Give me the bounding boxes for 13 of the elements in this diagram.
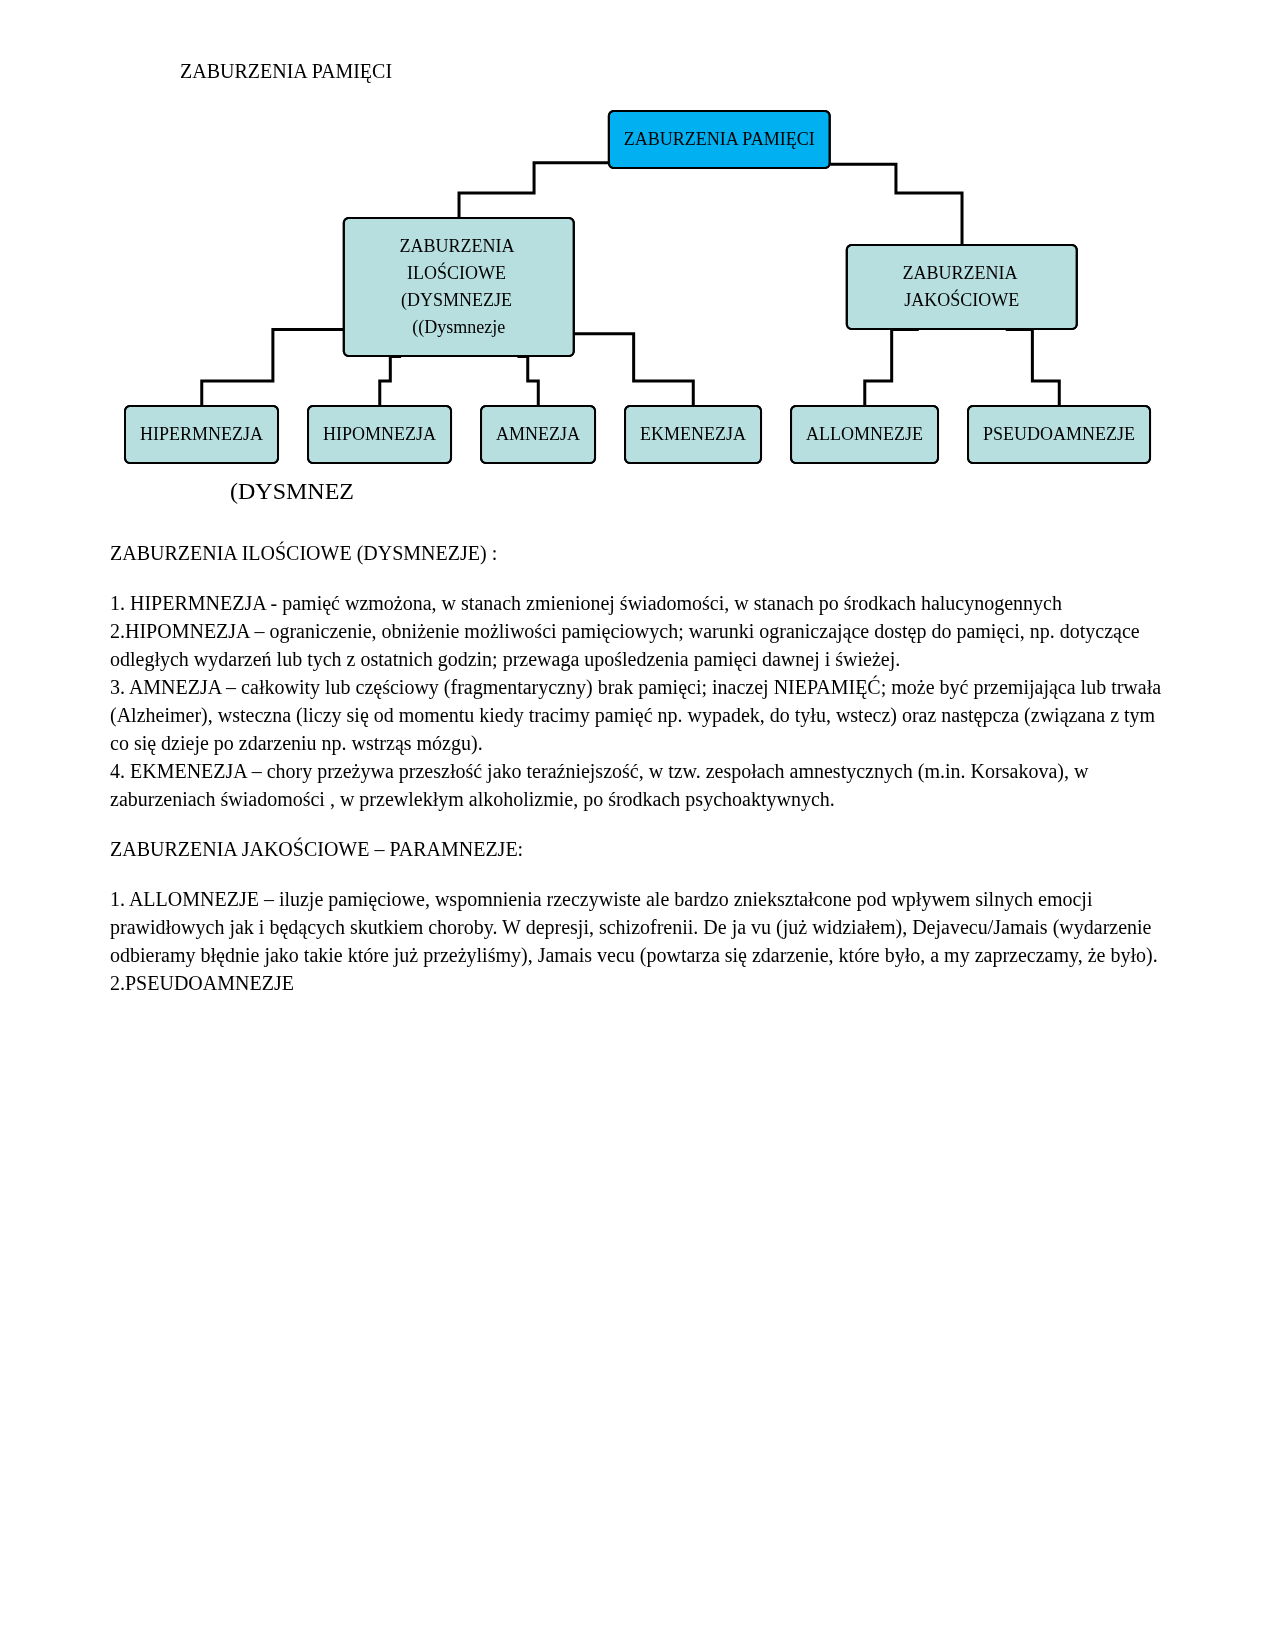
text-paragraph: ZABURZENIA ILOŚCIOWE (DYSMNEZJE) : bbox=[110, 540, 499, 567]
text-paragraph: 2.PSEUDOAMNEZJE bbox=[110, 970, 295, 996]
overflow-text: (DYSMNEZ bbox=[230, 477, 355, 506]
text-paragraph: 1. HIPERMNEZJA - pamięć wzmożona, w stanach zmienionej świadomości, w stanach po środkach halucynogennych bbox=[110, 590, 1063, 617]
text-paragraph: 4. EKMENEZJA – chory przeżywa przeszłość jako teraźniejszość, w tzw. zespołach amnestycznych (m.in. Korsakova), w zaburzeniach świadomości , w przewlekłym alkoholizmie, po środkach psychoaktywnych. bbox=[110, 758, 1090, 813]
title: ZABURZENIA PAMIĘCI bbox=[180, 60, 394, 83]
text-paragraph: 3. AMNEZJA – całkowity lub częściowy (fragmentaryczny) brak pamięci; inaczej NIEPAMIĘĆ; może być przemijająca lub trwała (Alzheimer), wsteczna (liczy się od momentu kiedy tracimy pamięć np. wypadek, do tyłu, wstecz) oraz następcza (związana z tym co się dzieje po zdarzeniu np. wstrząs mózgu). bbox=[110, 674, 1163, 757]
text-paragraph: 2.HIPOMNEZJA – ograniczenie, obniżenie możliwości pamięciowych; warunki ograniczające dostęp do pamięci, np. dotyczące odległych wydarzeń lub tych z ostatnich godzin; przewaga upośledzenia pamięci dawnej i świeżej. bbox=[110, 618, 1141, 673]
text-paragraph: 1. ALLOMNEZJE – iluzje pamięciowe, wspomnienia rzeczywiste ale bardzo zniekształcone pod wpływem silnych emocji prawidłowych jak i będących skutkiem choroby. W depresji, schizofrenii. De ja vu (już widziałem), Dejavecu/Jamais (wydarzenie odbieramy błędnie jako takie które już przeżyliśmy), Jamais vecu (powtarza się zdarzenie, które było, a my zaprzeczamy, że było). bbox=[110, 886, 1159, 969]
connector bbox=[457, 161, 610, 220]
text-paragraph: ZABURZENIA JAKOŚCIOWE – PARAMNEZJE: bbox=[110, 836, 525, 862]
connector bbox=[574, 332, 695, 408]
connector bbox=[830, 162, 964, 247]
